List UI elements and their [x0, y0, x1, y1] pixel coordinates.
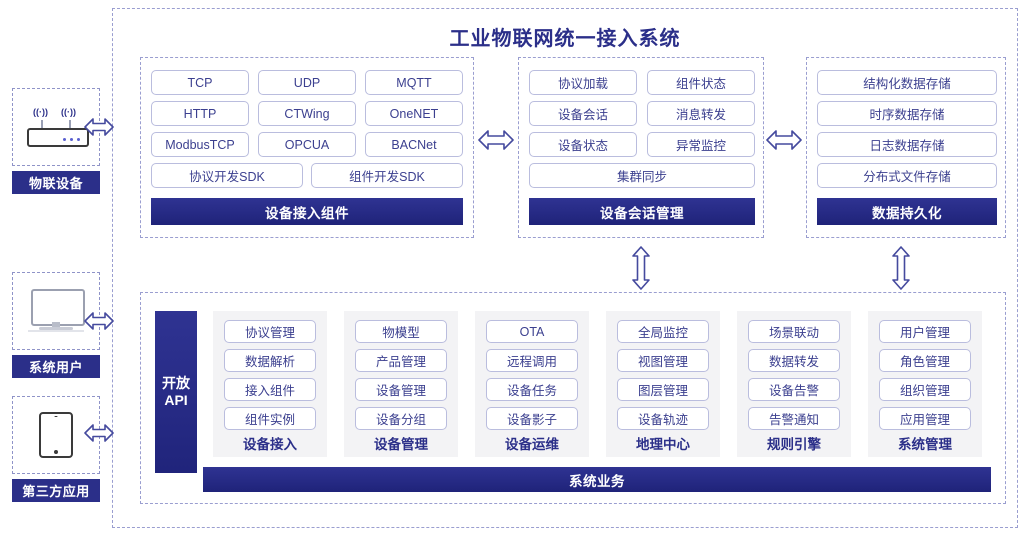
pill-distributed-file-storage[interactable]: 分布式文件存储 [817, 163, 997, 188]
pill-tcp[interactable]: TCP [151, 70, 249, 95]
arrow-persistence-to-services [890, 246, 912, 290]
pill-ota[interactable]: OTA [486, 320, 578, 343]
page-title: 工业物联网统一接入系统 [449, 28, 681, 50]
panel-device-access: TCP UDP MQTT HTTP CTWing OneNET ModbusTC… [140, 57, 474, 238]
pill-cluster-sync[interactable]: 集群同步 [529, 163, 755, 188]
arrow-user-to-system [84, 310, 114, 332]
panel-system-services: 开放 API 协议管理 数据解析 接入组件 组件实例 设备接入 物模型 产品管理… [140, 292, 1006, 504]
arrow-device-to-system [84, 116, 114, 138]
column-title-geo-center: 地理中心 [636, 437, 690, 452]
actor-label-iot-device: 物联设备 [12, 171, 100, 194]
pill-product-manage[interactable]: 产品管理 [355, 349, 447, 372]
pill-data-forward[interactable]: 数据转发 [748, 349, 840, 372]
pill-modbustcp[interactable]: ModbusTCP [151, 132, 249, 157]
bar-data-persistence: 数据持久化 [817, 198, 997, 225]
column-title-device-ops: 设备运维 [505, 437, 559, 452]
pill-http[interactable]: HTTP [151, 101, 249, 126]
pill-scene-linkage[interactable]: 场景联动 [748, 320, 840, 343]
column-system-management: 用户管理 角色管理 组织管理 应用管理 系统管理 [868, 311, 982, 457]
arrow-session-to-services [630, 246, 652, 290]
router-icon: ((·)) ((·)) [27, 107, 89, 147]
pill-access-component[interactable]: 接入组件 [224, 378, 316, 401]
bar-device-access-component: 设备接入组件 [151, 198, 463, 225]
bar-device-session-management: 设备会话管理 [529, 198, 755, 225]
column-device-management: 物模型 产品管理 设备管理 设备分组 设备管理 [344, 311, 458, 457]
column-title-device-management: 设备管理 [374, 437, 428, 452]
third-party-app-iconbox [12, 396, 100, 474]
open-api-label-line2: API [164, 392, 188, 408]
system-outer-frame [112, 8, 1018, 528]
pill-alarm-notify[interactable]: 告警通知 [748, 407, 840, 430]
pill-data-parse[interactable]: 数据解析 [224, 349, 316, 372]
tablet-icon [39, 412, 73, 458]
pill-message-forward[interactable]: 消息转发 [647, 101, 755, 126]
pill-protocol-manage[interactable]: 协议管理 [224, 320, 316, 343]
pill-device-task[interactable]: 设备任务 [486, 378, 578, 401]
pill-bacnet[interactable]: BACNet [365, 132, 463, 157]
open-api-bar: 开放 API [155, 311, 197, 473]
pill-onenet[interactable]: OneNET [365, 101, 463, 126]
pill-structured-storage[interactable]: 结构化数据存储 [817, 70, 997, 95]
column-title-system-management: 系统管理 [898, 437, 952, 452]
open-api-label-line1: 开放 [162, 374, 190, 391]
pill-role-manage[interactable]: 角色管理 [879, 349, 971, 372]
pill-global-monitor[interactable]: 全局监控 [617, 320, 709, 343]
pill-layer-manage[interactable]: 图层管理 [617, 378, 709, 401]
column-title-rule-engine: 规则引擎 [767, 437, 821, 452]
bar-system-business: 系统业务 [203, 467, 991, 492]
pill-component-instance[interactable]: 组件实例 [224, 407, 316, 430]
pill-component-sdk[interactable]: 组件开发SDK [311, 163, 463, 188]
pill-protocol-sdk[interactable]: 协议开发SDK [151, 163, 303, 188]
column-title-device-access: 设备接入 [243, 437, 297, 452]
pill-opcua[interactable]: OPCUA [258, 132, 356, 157]
pill-view-manage[interactable]: 视图管理 [617, 349, 709, 372]
pill-remote-invoke[interactable]: 远程调用 [486, 349, 578, 372]
pill-device-manage[interactable]: 设备管理 [355, 378, 447, 401]
column-geo-center: 全局监控 视图管理 图层管理 设备轨迹 地理中心 [606, 311, 720, 457]
actor-label-third-party-app: 第三方应用 [12, 479, 100, 502]
arrow-access-to-session [478, 128, 514, 152]
pill-app-manage[interactable]: 应用管理 [879, 407, 971, 430]
pill-log-storage[interactable]: 日志数据存储 [817, 132, 997, 157]
actor-third-party-app: 第三方应用 [12, 396, 100, 502]
column-device-access: 协议管理 数据解析 接入组件 组件实例 设备接入 [213, 311, 327, 457]
arrow-session-to-persistence [766, 128, 802, 152]
pill-component-status[interactable]: 组件状态 [647, 70, 755, 95]
pill-device-group[interactable]: 设备分组 [355, 407, 447, 430]
pill-exception-monitor[interactable]: 异常监控 [647, 132, 755, 157]
actor-label-system-user: 系统用户 [12, 355, 100, 378]
pill-thing-model[interactable]: 物模型 [355, 320, 447, 343]
panel-data-persistence: 结构化数据存储 时序数据存储 日志数据存储 分布式文件存储 数据持久化 [806, 57, 1006, 238]
monitor-icon [28, 289, 85, 333]
pill-timeseries-storage[interactable]: 时序数据存储 [817, 101, 997, 126]
column-rule-engine: 场景联动 数据转发 设备告警 告警通知 规则引擎 [737, 311, 851, 457]
pill-device-shadow[interactable]: 设备影子 [486, 407, 578, 430]
actor-iot-device: ((·)) ((·)) 物联设备 [12, 88, 100, 194]
pill-ctwing[interactable]: CTWing [258, 101, 356, 126]
pill-protocol-load[interactable]: 协议加载 [529, 70, 637, 95]
system-user-iconbox [12, 272, 100, 350]
pill-device-status[interactable]: 设备状态 [529, 132, 637, 157]
pill-org-manage[interactable]: 组织管理 [879, 378, 971, 401]
pill-udp[interactable]: UDP [258, 70, 356, 95]
pill-device-alarm[interactable]: 设备告警 [748, 378, 840, 401]
pill-user-manage[interactable]: 用户管理 [879, 320, 971, 343]
arrow-app-to-system [84, 422, 114, 444]
pill-mqtt[interactable]: MQTT [365, 70, 463, 95]
column-device-ops: OTA 远程调用 设备任务 设备影子 设备运维 [475, 311, 589, 457]
actor-system-user: 系统用户 [12, 272, 100, 378]
panel-device-session: 协议加载 组件状态 设备会话 消息转发 设备状态 异常监控 集群同步 设备会话管… [518, 57, 764, 238]
pill-device-track[interactable]: 设备轨迹 [617, 407, 709, 430]
pill-device-session[interactable]: 设备会话 [529, 101, 637, 126]
